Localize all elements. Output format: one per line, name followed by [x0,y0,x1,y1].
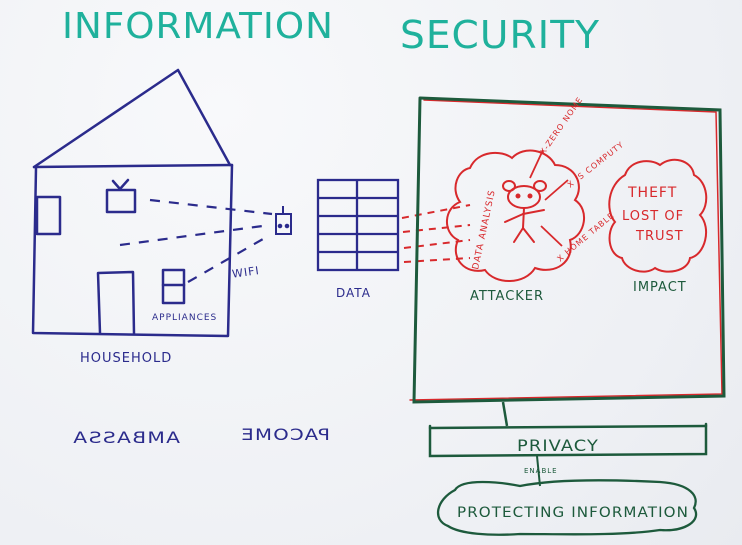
appliance-box [161,268,186,305]
protecting-cloud [437,479,698,536]
house-tv [105,188,137,214]
protecting-connector [536,455,541,487]
house-window-left [35,195,62,236]
impact-cloud [608,158,708,273]
attacker-note-home-table: X HOME TABLE [556,211,617,264]
mirrored-ambassa: AMBASSA [72,428,180,447]
house-door [96,270,136,336]
title-security: SECURITY [400,13,600,57]
enable-label: ENABLE [524,467,558,475]
mirrored-ambassa-group: AMBASSA [72,428,180,447]
appliances-label: APPLIANCES [152,313,217,323]
attacker-note-data-analysis: DATA ANALYSIS [471,189,498,271]
house-walls [31,163,234,338]
attacker-figure [502,180,547,243]
wifi-label: WIFI [231,264,260,281]
house-roof [32,68,232,169]
wifi-signal-lines [119,198,273,283]
attacker-note-lines [529,149,569,247]
impact-label: IMPACT [633,280,687,295]
data-label: DATA [336,286,371,300]
title-information: INFORMATION [62,6,334,47]
privacy-connector [501,401,509,427]
mirrored-pacome-group: PACOME [240,425,330,444]
protecting-label: PROTECTING INFORMATION [457,505,689,521]
mirrored-pacome: PACOME [240,425,330,444]
impact-item-trust: TRUST [635,229,684,244]
tv-antenna [111,178,130,191]
data-grid [316,178,400,272]
privacy-bracket [428,422,708,458]
router-icon [275,206,292,235]
attacker-cloud [446,149,585,282]
house-eave [32,163,234,169]
house-drawing [31,68,234,338]
data-to-attacker-lines [401,204,471,263]
impact-item-lost-of: LOST OF [622,209,684,224]
privacy-label: PRIVACY [517,436,599,455]
security-frame [409,96,726,404]
household-label: HOUSEHOLD [80,351,172,366]
attacker-label: ATTACKER [470,289,544,304]
impact-item-theft: THEFT [627,185,677,201]
